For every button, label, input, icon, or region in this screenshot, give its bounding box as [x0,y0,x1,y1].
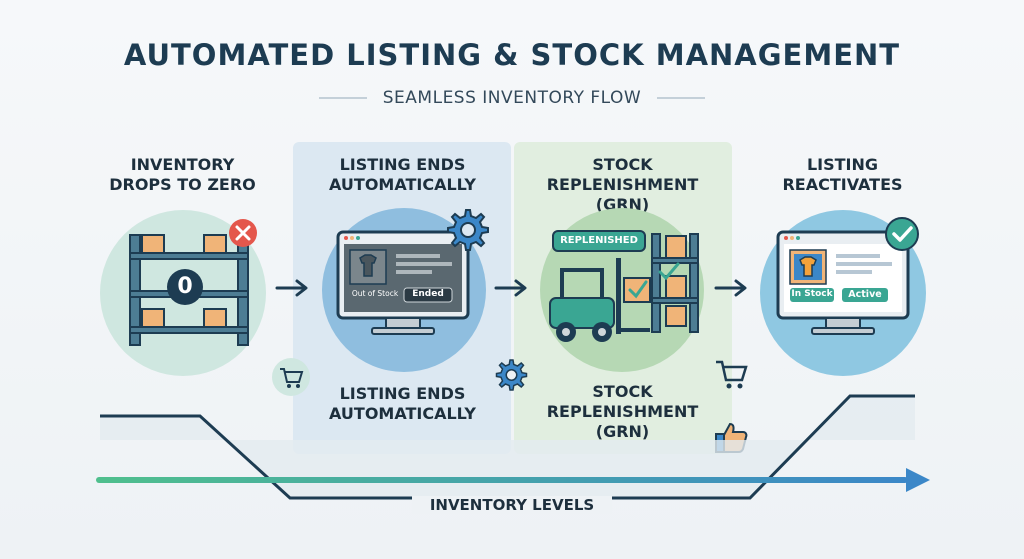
arrow-right-icon [494,279,527,297]
shopping-cart-icon [716,360,748,389]
empty-shelf-icon [129,234,249,346]
gear-icon [447,209,489,251]
zero-count: 0 [177,274,193,299]
arrow-right-icon [275,279,308,297]
subtitle-row: SEAMLESS INVENTORY FLOW [0,88,1024,108]
timeline-label: INVENTORY LEVELS [412,496,612,514]
subtitle-rule-left [318,97,367,99]
replenished-label: REPLENISHED [560,235,638,246]
subtitle-rule-right [657,97,706,99]
timeline-arrow-shaft [96,477,908,483]
monitor-icon [336,230,470,335]
out-of-stock-tag: Out of Stock [351,289,399,298]
gear-icon [495,359,528,391]
subtitle: SEAMLESS INVENTORY FLOW [382,88,642,108]
active-tag: Active [848,289,882,300]
timeline-arrow-head [906,468,930,492]
page-title: AUTOMATED LISTING & STOCK MANAGEMENT [123,38,901,72]
arrow-right-icon [714,279,747,297]
error-x-icon [229,219,257,247]
ended-tag: Ended [412,289,444,299]
monitor-icon [776,230,910,335]
check-icon [885,217,919,251]
in-stock-tag: In Stock [791,289,833,299]
replenished-bubble: REPLENISHED [552,230,646,252]
shopping-cart-icon [272,358,310,396]
forklift-icon [549,233,699,342]
